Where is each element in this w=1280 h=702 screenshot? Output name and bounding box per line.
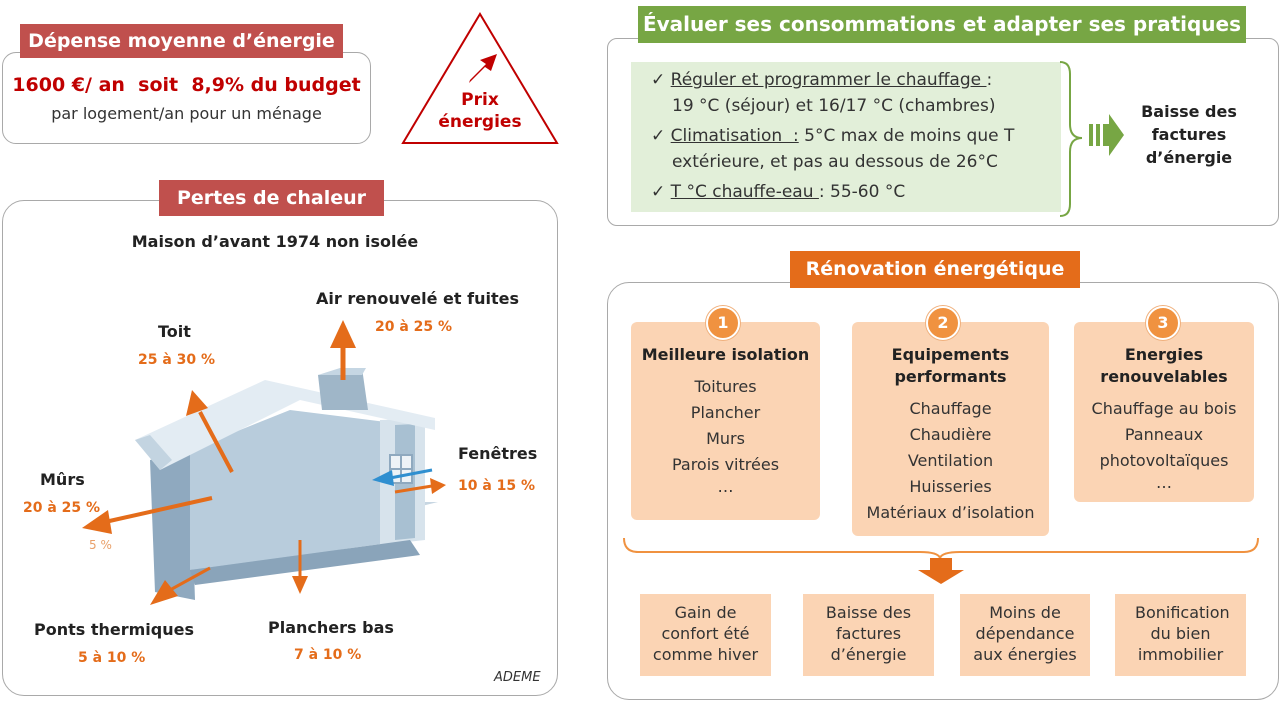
- fenetres-label: Fenêtres: [458, 444, 538, 463]
- chauffage-colon: :: [986, 70, 993, 90]
- check-icon: ✓: [651, 70, 666, 90]
- card-renouvelables: Energies renouvelables Chauffage au bois…: [1074, 322, 1254, 502]
- card-title: Energies renouvelables: [1100, 345, 1228, 386]
- evaluer-banner: Évaluer ses consommations et adapter ses…: [638, 6, 1246, 43]
- card-item: Matériaux d’isolation: [866, 503, 1035, 522]
- check-icon: ✓: [651, 126, 666, 146]
- chauffe-eau-value: : 55-60 °C: [818, 182, 906, 202]
- check-line-2: 19 °C (séjour) et 16/17 °C (chambres): [672, 96, 996, 116]
- result-confort: Gain de confort été comme hiver: [640, 594, 771, 676]
- evaluer-check-area: [631, 62, 1061, 212]
- card-equipements: Equipements performants Chauffage Chaudi…: [852, 322, 1049, 536]
- renovation-brace: [623, 537, 1259, 584]
- depense-banner: Dépense moyenne d’énergie: [20, 24, 343, 58]
- result-factures: Baisse des factures d’énergie: [803, 594, 934, 676]
- depense-sub: par logement/an pour un ménage: [51, 104, 322, 123]
- planchers-label: Planchers bas: [268, 618, 394, 637]
- up-arrow-icon: [469, 54, 497, 83]
- check-line-5: ✓ T °C chauffe-eau : 55-60 °C: [651, 182, 905, 202]
- prix-triangle: [401, 12, 559, 144]
- ponts-pct: 5 à 10 %: [78, 650, 146, 666]
- house-illustration: [82, 320, 446, 605]
- result-bonification: Bonification du bien immobilier: [1115, 594, 1246, 676]
- card-item: Ventilation: [907, 451, 994, 470]
- fenetres-pct: 10 à 15 %: [458, 478, 536, 494]
- air-pct: 20 à 25 %: [375, 319, 453, 335]
- down-arrow-icon: [918, 558, 964, 584]
- step-number-1: 1: [706, 306, 740, 340]
- chauffage-label: Réguler et programmer le chauffage: [670, 70, 987, 90]
- card-item: Chaudière: [909, 425, 992, 444]
- card-item: Huisseries: [909, 477, 992, 496]
- ponts-label: Ponts thermiques: [34, 620, 195, 639]
- check-line-3: ✓ Climatisation : 5°C max de moins que T: [651, 126, 1014, 146]
- card-item: Chauffage: [909, 399, 992, 418]
- renovation-banner: Rénovation énergétique: [790, 251, 1080, 288]
- check-icon: ✓: [651, 182, 666, 202]
- toit-label: Toit: [158, 322, 191, 341]
- card-title: Meilleure isolation: [641, 345, 810, 364]
- card-item: …: [1156, 473, 1172, 492]
- step-number-3: 3: [1146, 306, 1180, 340]
- depense-main: 1600 €/ an soit 8,9% du budget: [12, 74, 361, 96]
- pertes-subtitle: Maison d’avant 1974 non isolée: [131, 232, 419, 251]
- prix-line1: Prix: [461, 90, 499, 110]
- planchers-pct: 7 à 10 %: [294, 647, 362, 663]
- card-title: Equipements performants: [891, 345, 1010, 386]
- climatisation-label: Climatisation :: [670, 126, 799, 146]
- murs-label: Mûrs: [40, 470, 85, 489]
- card-isolation: Meilleure isolation Toitures Plancher Mu…: [631, 322, 820, 520]
- toit-pct: 25 à 30 %: [138, 352, 216, 368]
- card-item: Parois vitrées: [671, 455, 780, 474]
- right-arrow-icon: [1089, 114, 1124, 156]
- prix-line2: énergies: [438, 112, 522, 132]
- card-item: Chauffage au bois: [1091, 399, 1237, 418]
- result-dependance: Moins de dépendance aux énergies: [960, 594, 1090, 676]
- murs-pct: 20 à 25 %: [23, 500, 101, 516]
- card-item: Plancher: [690, 403, 761, 422]
- climatisation-value: 5°C max de moins que T: [798, 126, 1015, 146]
- murs-small-pct: 5 %: [89, 538, 112, 552]
- evaluer-brace: [1059, 61, 1083, 217]
- card-item: Murs: [706, 429, 745, 448]
- source-label: ADEME: [494, 670, 541, 685]
- pertes-banner: Pertes de chaleur: [159, 180, 384, 216]
- evaluer-result: Baisse des factures d’énergie: [1141, 102, 1237, 167]
- check-line-1: ✓ Réguler et programmer le chauffage :: [651, 70, 992, 90]
- depense-box: [2, 52, 371, 144]
- check-line-4: extérieure, et pas au dessous de 26°C: [672, 152, 998, 172]
- card-item: …: [717, 477, 734, 496]
- chauffe-eau-label: T °C chauffe-eau: [670, 182, 819, 202]
- card-item: Panneaux photovoltaïques: [1099, 425, 1229, 470]
- card-item: Toitures: [694, 377, 757, 396]
- air-label: Air renouvelé et fuites: [316, 289, 519, 308]
- step-number-2: 2: [926, 306, 960, 340]
